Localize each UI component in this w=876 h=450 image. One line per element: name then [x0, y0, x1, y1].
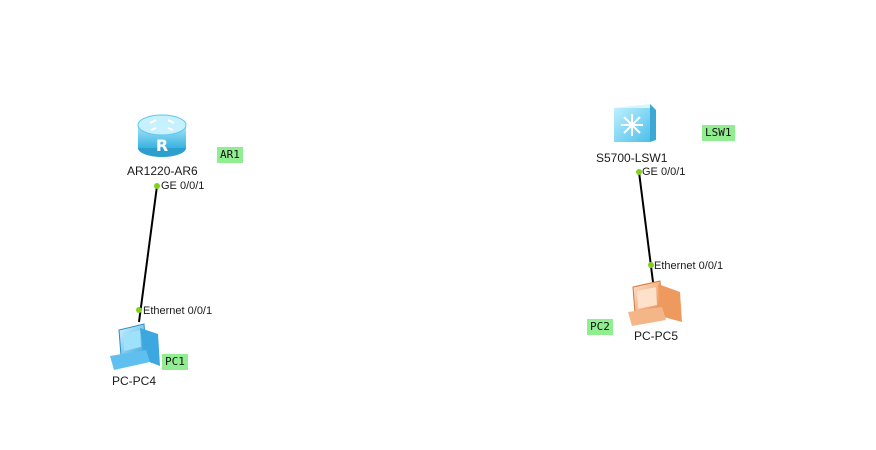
- router-tag[interactable]: AR1: [217, 147, 243, 163]
- port-dot-router[interactable]: [154, 183, 160, 189]
- pc5-icon[interactable]: [628, 280, 682, 326]
- switch-port-label: GE 0/0/1: [642, 166, 686, 178]
- port-dot-pc4[interactable]: [136, 307, 142, 313]
- link-router-pc4[interactable]: [138, 185, 158, 323]
- pc4-tag[interactable]: PC1: [162, 354, 188, 370]
- router-name: AR1220-AR6: [127, 164, 198, 178]
- router-icon[interactable]: R: [137, 114, 187, 157]
- pc4-name: PC-PC4: [112, 374, 157, 388]
- pc5-name: PC-PC5: [634, 329, 679, 343]
- switch-name: S5700-LSW1: [596, 151, 668, 165]
- svg-text:R: R: [156, 136, 168, 155]
- switch-icon[interactable]: [614, 104, 656, 142]
- port-dot-pc5[interactable]: [648, 262, 654, 268]
- port-dot-switch[interactable]: [636, 169, 642, 175]
- switch-tag[interactable]: LSW1: [702, 125, 735, 141]
- pc4-port-label: Ethernet 0/0/1: [143, 305, 213, 317]
- pc4-icon[interactable]: [110, 323, 160, 370]
- pc5-port-label: Ethernet 0/0/1: [654, 260, 724, 272]
- pc5-tag[interactable]: PC2: [587, 319, 613, 335]
- router-port-label: GE 0/0/1: [161, 180, 205, 192]
